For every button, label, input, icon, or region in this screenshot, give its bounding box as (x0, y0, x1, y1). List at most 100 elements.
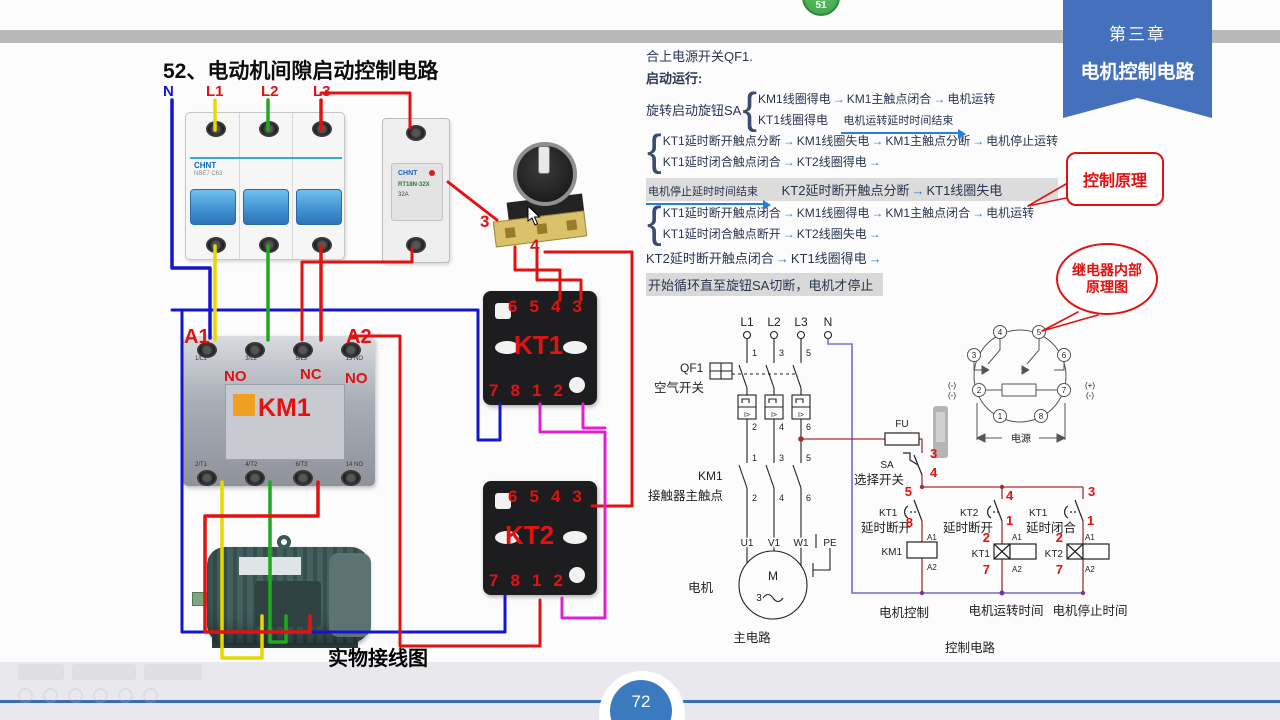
principle-group1: 旋转启动旋钮SA { KM1线圈得电→KM1主触点闭合→电机运转 KT1线圈得电… (646, 84, 1082, 139)
relay-pin: 8 (1039, 412, 1044, 421)
breaker-terminal (206, 237, 226, 253)
breaker-model: NBE7 C63 (194, 171, 223, 177)
sch-delay-close: 延时闭合 (1026, 520, 1077, 535)
kt-socket-hole (563, 341, 587, 354)
kt1-label: KT1 (514, 330, 564, 360)
principle-group3: { KT1延时断开触点闭合→KM1线圈得电→KM1主触点闭合→电机运转 KT1延… (646, 201, 1082, 245)
kt-pin-label: 5 (529, 297, 539, 316)
loop-note: 开始循环直至旋钮SA切断，电机才停止 (646, 273, 884, 296)
sch-ctrl-motor: 电机控制 (879, 606, 929, 620)
flow-step: 电机停止运转 (986, 134, 1059, 148)
fuse-brand: CHNT (398, 170, 418, 177)
km1-no1-label: NO (224, 368, 247, 385)
flow-step: KM1主触点闭合 (885, 206, 971, 220)
km1-nc-label: NC (300, 366, 322, 383)
flow-step: KM1主触点闭合 (846, 92, 932, 106)
kt-pin-label: 1 (531, 571, 542, 590)
relay-neg: (-) (948, 391, 956, 400)
sch-num: 4 (779, 493, 784, 503)
sch-overload: I> (744, 412, 750, 419)
kt-pin-label: 8 (510, 571, 520, 590)
sch-a2: A2 (1085, 565, 1095, 574)
sch-sa-name: 选择开关 (854, 473, 904, 487)
flow-row: KT1延时断开触点分断→KM1线圈失电→KM1主触点分断→电机停止运转 (663, 132, 1058, 149)
arrow-icon: → (782, 206, 795, 220)
km1-terminal-label: 5/L3 (295, 356, 308, 362)
selector-lever[interactable] (538, 146, 550, 174)
kt-pin-label: 6 (508, 297, 518, 316)
kt1-bottom-pins: 7 8 1 2 (489, 381, 563, 401)
motor-end-cap (329, 553, 371, 637)
sch-u1: U1 (741, 538, 754, 549)
sch-num: 3 (779, 348, 784, 358)
breaker-toggle[interactable] (190, 189, 236, 225)
kt1-top-pins: 6 5 4 3 (508, 297, 582, 317)
km1-label: KM1 (258, 394, 311, 422)
sch-num: 5 (806, 348, 811, 358)
flow-step: KT1线圈得电 (790, 251, 867, 266)
arrow-icon: → (871, 206, 884, 220)
breaker-toggle[interactable] (296, 189, 342, 225)
breaker-brand: CHNT (194, 161, 217, 170)
fuse-body: CHNT RT18N-32X 32A (391, 163, 443, 221)
sch-red-num: 2 (983, 530, 990, 545)
sch-num: 2 (752, 493, 757, 503)
breaker-divider (292, 113, 293, 259)
sch-red-num: 7 (1056, 562, 1063, 577)
km1-terminal-label: 2/T1 (195, 462, 208, 468)
relay-power-label: 电源 (1011, 432, 1031, 445)
flow-step: KT1延时断开触点分断 (662, 134, 781, 148)
breaker-divider (239, 113, 240, 259)
flow-step: KT1延时闭合触点闭合 (662, 155, 781, 169)
page-number[interactable]: 72 (610, 680, 672, 720)
km1-terminal (197, 470, 217, 486)
breaker-terminal (312, 237, 332, 253)
sch-w1: W1 (794, 538, 809, 549)
selector-pin3-label: 3 (480, 212, 490, 231)
kt-pin-label: 2 (553, 381, 563, 400)
sch-red-num: 4 (930, 465, 938, 480)
sch-km1-coil: KM1 (881, 547, 902, 558)
flow-row: KT1线圈得电 电机运转延时时间结束 (758, 111, 995, 139)
motor-terminal-box (255, 581, 321, 627)
km1-terminal (341, 470, 361, 486)
sch-motor-name: 电机 (688, 581, 714, 595)
sch-red-num: 4 (1006, 488, 1014, 503)
arrow-icon: → (933, 92, 946, 106)
brace: { (742, 84, 758, 134)
kt-pin-label: 5 (529, 487, 539, 506)
breaker-terminal (259, 237, 279, 253)
kt-pin-label: 8 (510, 381, 520, 400)
motor-lifting-eye (277, 535, 291, 549)
arrow-icon: → (782, 227, 795, 241)
breaker-toggle[interactable] (243, 189, 289, 225)
flow-row: KT2延时断开触点闭合→KT1线圈得电→ (646, 248, 1082, 267)
sch-overload: I> (771, 412, 777, 419)
fuse-terminal (406, 237, 426, 253)
sch-kt2-coil: KT2 (1045, 549, 1064, 560)
km1-terminal-label: 3/L2 (245, 356, 257, 362)
sch-a1: A1 (1085, 533, 1095, 542)
breaker-terminal (259, 121, 279, 137)
flow-step: KT1延时闭合触点断开 (662, 227, 781, 241)
breaker-stripe (190, 157, 342, 159)
km1-terminal-label: 6/T3 (295, 462, 308, 468)
sch-ctrl-circuit: 控制电路 (945, 640, 996, 655)
sch-fu: FU (895, 419, 908, 430)
gray-bar (0, 30, 1280, 43)
km1-a1-label: A1 (184, 326, 210, 348)
kt-pin-label: 3 (572, 487, 582, 506)
principle-group2: { KT1延时断开触点分断→KM1线圈失电→KM1主触点分断→电机停止运转 KT… (646, 129, 1082, 173)
km1-test-button[interactable] (233, 394, 255, 416)
flow-row: 开始循环直至旋钮SA切断，电机才停止 (646, 273, 1082, 296)
flow-step: KT2延时断开触点分断 (781, 183, 910, 198)
flow-step: KM1线圈得电 (758, 92, 831, 106)
sch-kt1: KT1 (1029, 508, 1048, 519)
km1-terminal-label: 1/L1 (195, 356, 207, 362)
sch-num: 1 (752, 453, 757, 463)
arrow-icon: → (868, 227, 881, 241)
sch-num: 6 (806, 493, 811, 503)
callout-control-principle: 控制原理 (1066, 152, 1164, 206)
relay-neg: (-) (1086, 391, 1094, 400)
sch-km1: KM1 (698, 469, 723, 483)
